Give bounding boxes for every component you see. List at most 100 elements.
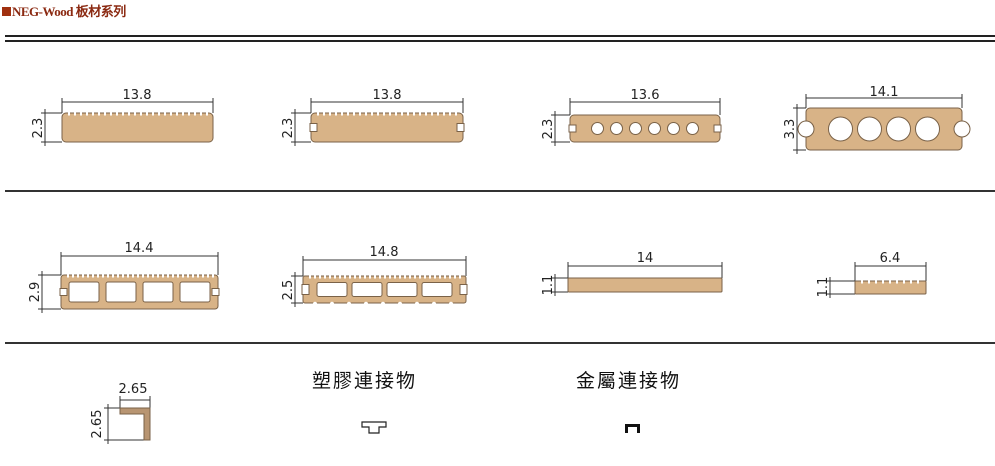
surface-groove [127,274,129,278]
square-hole [316,282,348,297]
angle-dim-width: 2.65 [119,382,148,397]
bottom-groove [312,301,318,307]
surface-groove [910,280,912,284]
dim-width: 14.1 [870,85,899,100]
surface-groove [137,274,139,278]
surface-groove [206,112,208,116]
surface-groove [434,275,436,279]
surface-groove [319,275,321,279]
side-slot [59,288,68,296]
surface-groove [134,112,136,116]
bottom-groove [329,301,335,307]
surface-groove [344,275,346,279]
surface-groove [98,112,100,116]
square-hole [142,281,174,303]
surface-groove [128,112,130,116]
dim-width: 14.4 [125,241,154,256]
surface-groove [182,112,184,116]
surface-groove [112,274,114,278]
surface-groove [132,274,134,278]
surface-groove [364,275,366,279]
surface-groove [395,112,397,116]
title-bullet-icon [2,7,11,16]
dim-height: 2.3 [31,118,46,139]
square-hole [68,281,100,303]
metal-connector-label: 金屬連接物 [576,370,681,392]
surface-groove [443,112,445,116]
square-hole [386,282,418,297]
surface-groove [431,112,433,116]
profile-round-hole-small [568,114,722,143]
metal-connector-icon [625,424,640,433]
surface-groove [377,112,379,116]
surface-groove [329,275,331,279]
surface-groove [439,275,441,279]
surface-groove [122,274,124,278]
surface-groove [394,275,396,279]
dim-width: 14 [637,251,654,266]
square-hole [351,282,383,297]
bottom-groove [397,301,403,307]
surface-groove [861,280,863,284]
surface-groove [92,274,94,278]
surface-groove [419,275,421,279]
side-slot [309,123,318,132]
surface-groove [194,112,196,116]
bottom-groove [363,301,369,307]
surface-groove [188,112,190,116]
surface-groove [401,112,403,116]
surface-groove [459,275,461,279]
surface-groove [369,275,371,279]
surface-groove [365,112,367,116]
surface-groove [200,112,202,116]
surface-groove [107,274,109,278]
surface-groove [170,112,172,116]
dim-width: 6.4 [880,251,901,266]
surface-groove [314,275,316,279]
surface-groove [309,275,311,279]
surface-groove [146,112,148,116]
surface-groove [341,112,343,116]
round-hole [886,116,911,142]
angle-dim-height: 2.65 [90,410,105,439]
surface-groove [77,274,79,278]
dim-height: 2.9 [28,282,43,303]
surface-groove [117,274,119,278]
surface-groove [455,112,457,116]
profile-round-hole-large [797,107,971,151]
surface-groove [399,275,401,279]
square-hole [179,281,211,303]
surface-groove [104,112,106,116]
side-slot [459,284,468,295]
dim-height: 1.1 [541,275,556,296]
plastic-connector-icon [361,421,387,434]
round-hole [828,116,853,142]
surface-groove [68,112,70,116]
surface-groove [167,274,169,278]
surface-groove [87,274,89,278]
surface-groove [176,112,178,116]
surface-groove [409,275,411,279]
surface-groove [323,112,325,116]
surface-groove [347,112,349,116]
surface-groove [202,274,204,278]
surface-groove [903,280,905,284]
surface-groove [329,112,331,116]
surface-groove [72,274,74,278]
bottom-groove [448,301,454,307]
surface-groove [349,275,351,279]
side-slot [301,284,310,295]
profile-square-hole [59,274,220,310]
profile-flat-strip [567,277,723,293]
surface-groove [212,274,214,278]
surface-groove [192,274,194,278]
side-notch [953,120,971,138]
surface-groove [122,112,124,116]
surface-groove [917,280,919,284]
plastic-connector-label: 塑膠連接物 [312,370,417,392]
dim-height: 1.1 [816,277,831,298]
round-hole [629,122,642,135]
surface-groove [162,274,164,278]
surface-groove [404,275,406,279]
surface-groove [92,112,94,116]
